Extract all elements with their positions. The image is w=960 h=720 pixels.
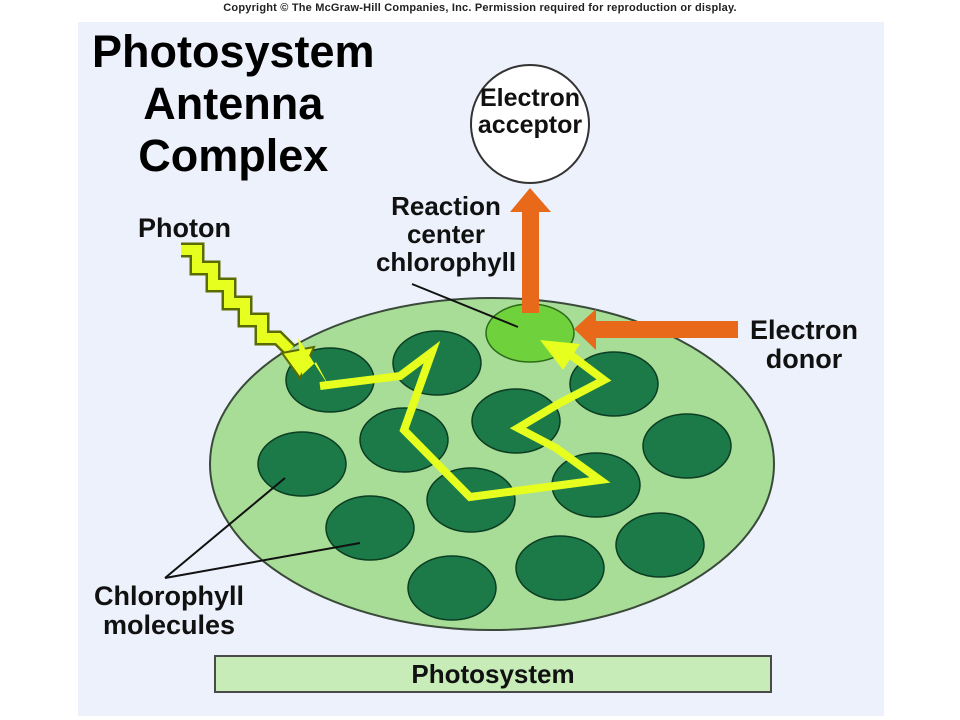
chlorophyll-molecule [515,535,605,601]
label-line: chlorophyll [375,247,517,278]
chlorophyll-molecule [615,512,705,578]
electron-acceptor-label: Electron acceptor [470,85,590,139]
label-line: Reaction [391,191,501,221]
label-line: acceptor [477,111,583,139]
electron-acceptor-circle [470,64,590,184]
label-line: Electron [479,84,581,112]
chlorophyll-leader-line [164,477,286,579]
title-line: Antenna [143,78,324,129]
electron-donor-label: Electron donor [744,315,864,375]
label-line: donor [765,344,843,375]
copyright-notice: Copyright © The McGraw-Hill Companies, I… [223,2,737,14]
label-line: molecules [102,610,236,641]
title-line: Complex [138,130,329,181]
label-line: Chlorophyll [94,581,244,611]
photon-label: Photon [138,213,231,243]
reaction-center-leader-line [411,283,519,328]
photon-path [181,242,330,388]
chlorophyll-molecule [407,555,497,621]
label-line: Electron [749,315,859,345]
chlorophyll-molecule [257,431,347,497]
electron-to-acceptor-arrow [510,188,551,313]
label-line: center [406,219,486,250]
chlorophyll-molecule [392,330,482,396]
photosystem-label-bar: Photosystem [214,655,772,693]
diagram-title: Photosystem Antenna Complex [92,26,375,182]
title-line: Photosystem [92,26,375,77]
energy-transfer-path [319,340,612,502]
reaction-center-label: Reaction center chlorophyll [362,192,530,276]
chlorophyll-leader-line [164,542,361,579]
chlorophyll-molecule [642,413,732,479]
chlorophyll-molecule [325,495,415,561]
electron-from-donor-arrow [574,309,738,350]
chlorophyll-molecules-label: Chlorophyll molecules [82,581,256,641]
